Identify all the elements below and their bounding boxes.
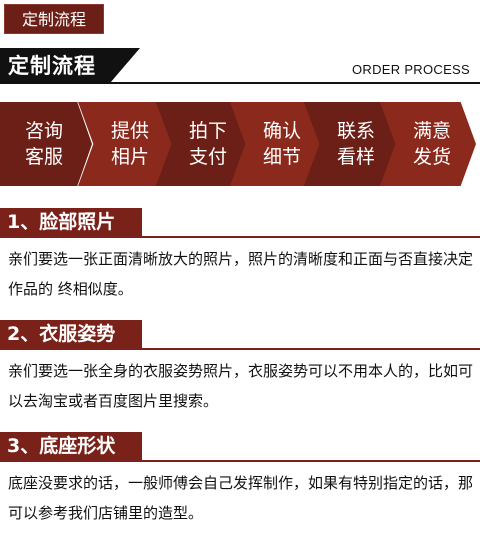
section-heading-clothing-pose: 2、衣服姿势 xyxy=(0,320,480,350)
section-body-face-photo: 亲们要选一张正面清晰放大的照片，照片的清晰度和正面与否直接决定作品的 终相似度。 xyxy=(8,250,474,298)
top-tab[interactable]: 定制流程 xyxy=(4,4,104,34)
process-step-label: 确认细节 xyxy=(262,120,301,168)
section-body-base-shape: 底座没要求的话，一般师傅会自己发挥制作，如果有特别指定的话，那可以参考我们店铺里… xyxy=(8,474,474,522)
process-step-label: 联系看样 xyxy=(336,120,375,168)
section-heading-line xyxy=(0,460,480,462)
section-heading-line xyxy=(0,348,480,350)
process-step: 咨询客服 xyxy=(0,102,92,186)
section-heading-text: 2、衣服姿势 xyxy=(7,323,116,345)
process-step: 联系看样 xyxy=(304,102,400,186)
process-step: 提供相片 xyxy=(78,102,174,186)
banner-subtitle-en: ORDER PROCESS xyxy=(351,62,470,77)
process-flow: 咨询客服 提供相片 拍下支付 确认细节 联系看样 满意发货 xyxy=(0,102,480,186)
process-step-label: 拍下支付 xyxy=(188,120,227,168)
section-heading-bar xyxy=(0,320,142,348)
section-body-clothing-pose: 亲们要选一张全身的衣服姿势照片，衣服姿势可以不用本人的，比如可以去淘宝或者百度图… xyxy=(8,362,474,410)
section-heading-bar xyxy=(0,208,142,236)
section-heading-base-shape: 3、底座形状 xyxy=(0,432,480,462)
banner-title: 定制流程 xyxy=(8,54,96,78)
banner-underline xyxy=(104,82,480,84)
section-heading-text: 1、脸部照片 xyxy=(7,211,116,233)
process-step-label: 提供相片 xyxy=(110,120,149,168)
section-banner: 定制流程 ORDER PROCESS xyxy=(0,48,480,84)
process-step-label: 咨询客服 xyxy=(24,120,63,168)
section-heading-text: 3、底座形状 xyxy=(7,435,116,457)
process-step-label: 满意发货 xyxy=(412,120,451,168)
process-step: 满意发货 xyxy=(380,102,476,186)
section-heading-line xyxy=(0,236,480,238)
section-heading-face-photo: 1、脸部照片 xyxy=(0,208,480,238)
section-heading-bar xyxy=(0,432,142,460)
